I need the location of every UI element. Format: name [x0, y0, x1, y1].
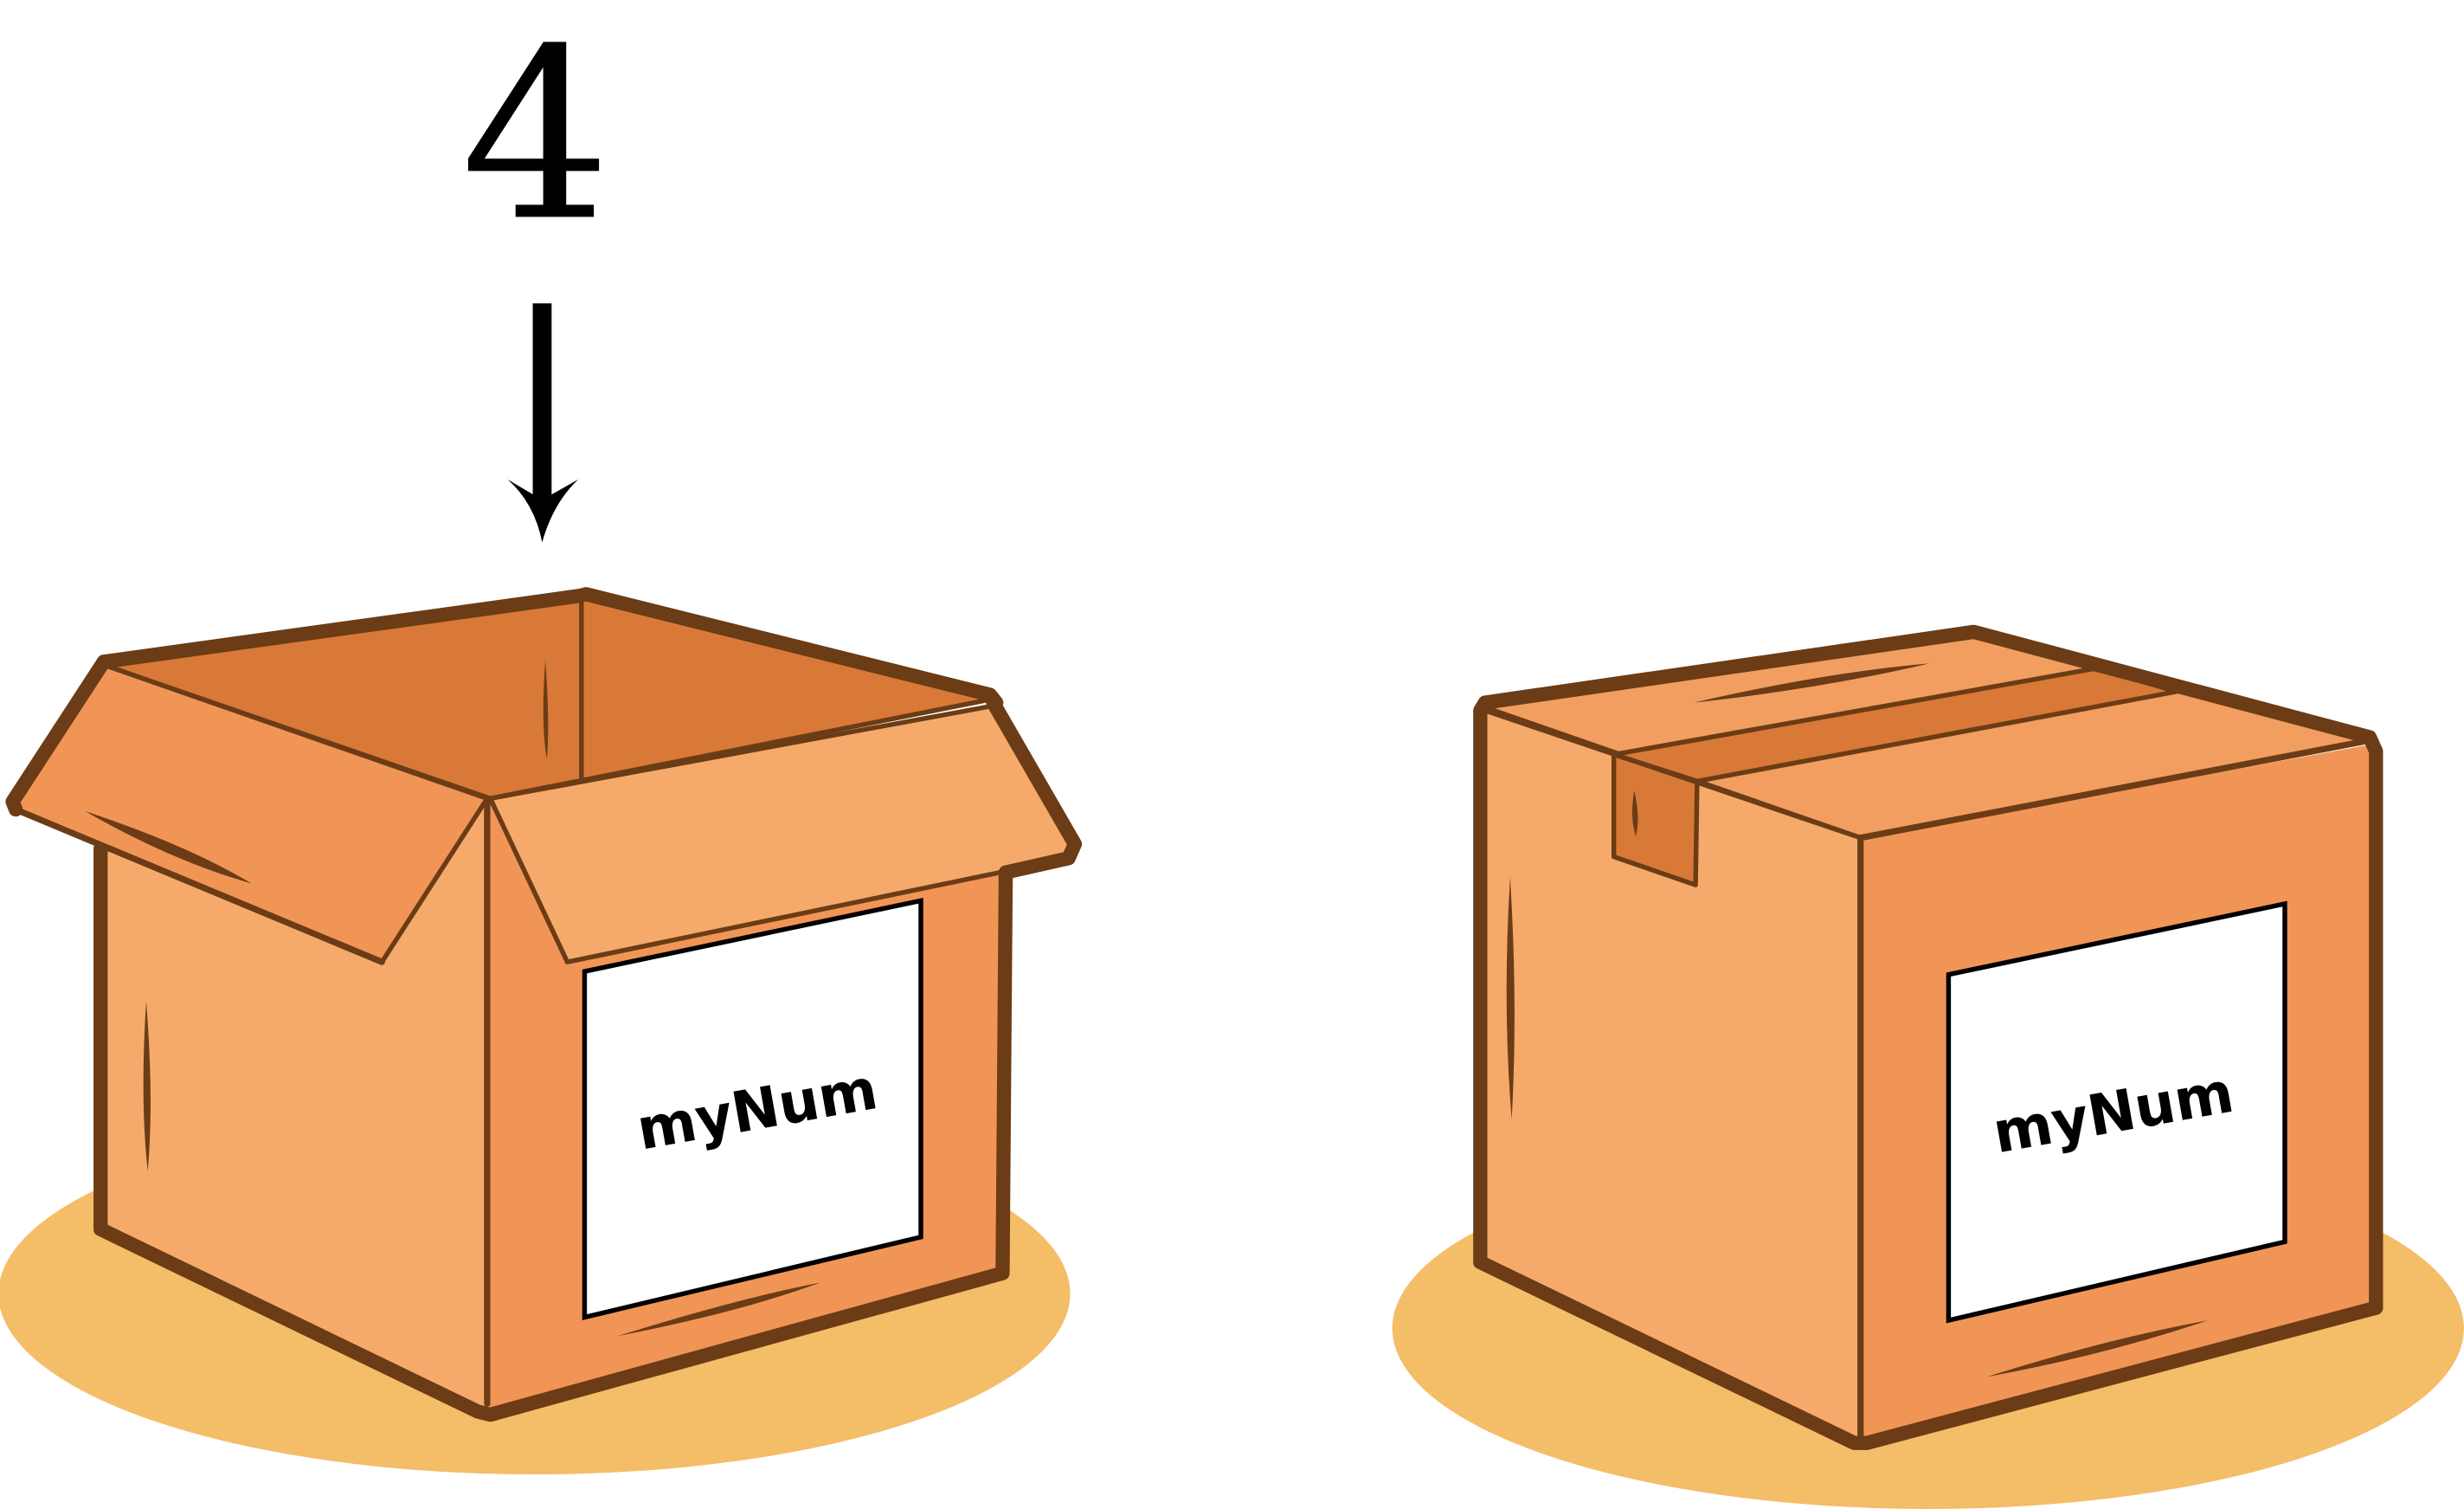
down-arrow-icon: [507, 303, 579, 543]
closed-box-label-card: [1946, 900, 2287, 1324]
closed-box-left-wall: [1480, 710, 1861, 1443]
open-box-left-wall: [100, 801, 487, 1412]
open-box: myNum: [0, 587, 1083, 1474]
open-box-label-card: [582, 897, 923, 1320]
incoming-value: 4: [461, 0, 611, 274]
closed-box: myNum: [1392, 624, 2464, 1509]
value-number: 4: [461, 0, 611, 274]
